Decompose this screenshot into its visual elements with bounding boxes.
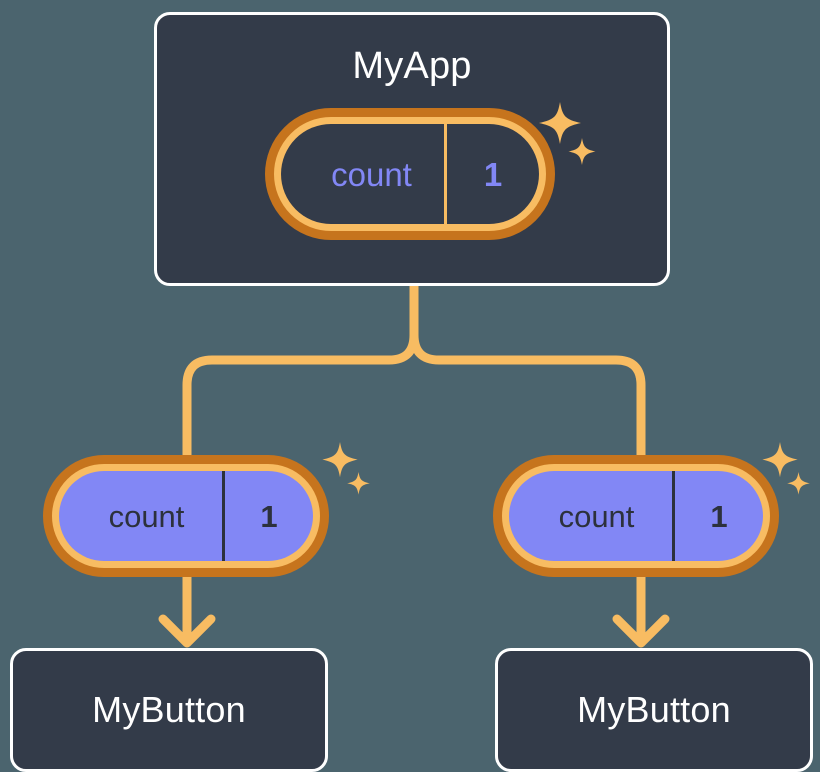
- state-pill-branch-1[interactable]: count 1: [493, 455, 779, 577]
- sparkle-large-icon: [762, 442, 798, 478]
- arrow-head-left: [158, 614, 216, 648]
- connector-branch-right: [409, 334, 646, 470]
- card-mybutton-0[interactable]: MyButton: [10, 648, 328, 772]
- state-pill-root-key: count: [331, 155, 412, 193]
- state-pill-branch-0[interactable]: count 1: [43, 455, 329, 577]
- card-mybutton-0-title: MyButton: [92, 689, 246, 730]
- card-mybutton-1[interactable]: MyButton: [495, 648, 813, 772]
- state-pill-root-inner: count 1: [281, 124, 539, 224]
- card-myapp-title: MyApp: [352, 45, 472, 87]
- arrow-head-right: [612, 614, 670, 648]
- state-pill-branch-0-key: count: [108, 498, 185, 534]
- state-pill-branch-0-value: 1: [222, 471, 313, 561]
- sparkle-small-icon: [347, 472, 370, 495]
- connector-branch-left: [182, 334, 419, 470]
- sparkle-icon-branch-0: [322, 442, 370, 495]
- state-pill-branch-0-inner: count 1: [59, 471, 313, 561]
- sparkle-large-icon: [322, 442, 358, 478]
- state-pill-branch-1-value: 1: [672, 471, 763, 561]
- state-pill-root-value: 1: [444, 124, 539, 224]
- state-pill-branch-1-key: count: [558, 498, 635, 534]
- card-mybutton-1-title: MyButton: [577, 689, 731, 730]
- state-pill-root[interactable]: count 1: [265, 108, 555, 240]
- sparkle-small-icon: [787, 472, 810, 495]
- state-pill-branch-1-inner: count 1: [509, 471, 763, 561]
